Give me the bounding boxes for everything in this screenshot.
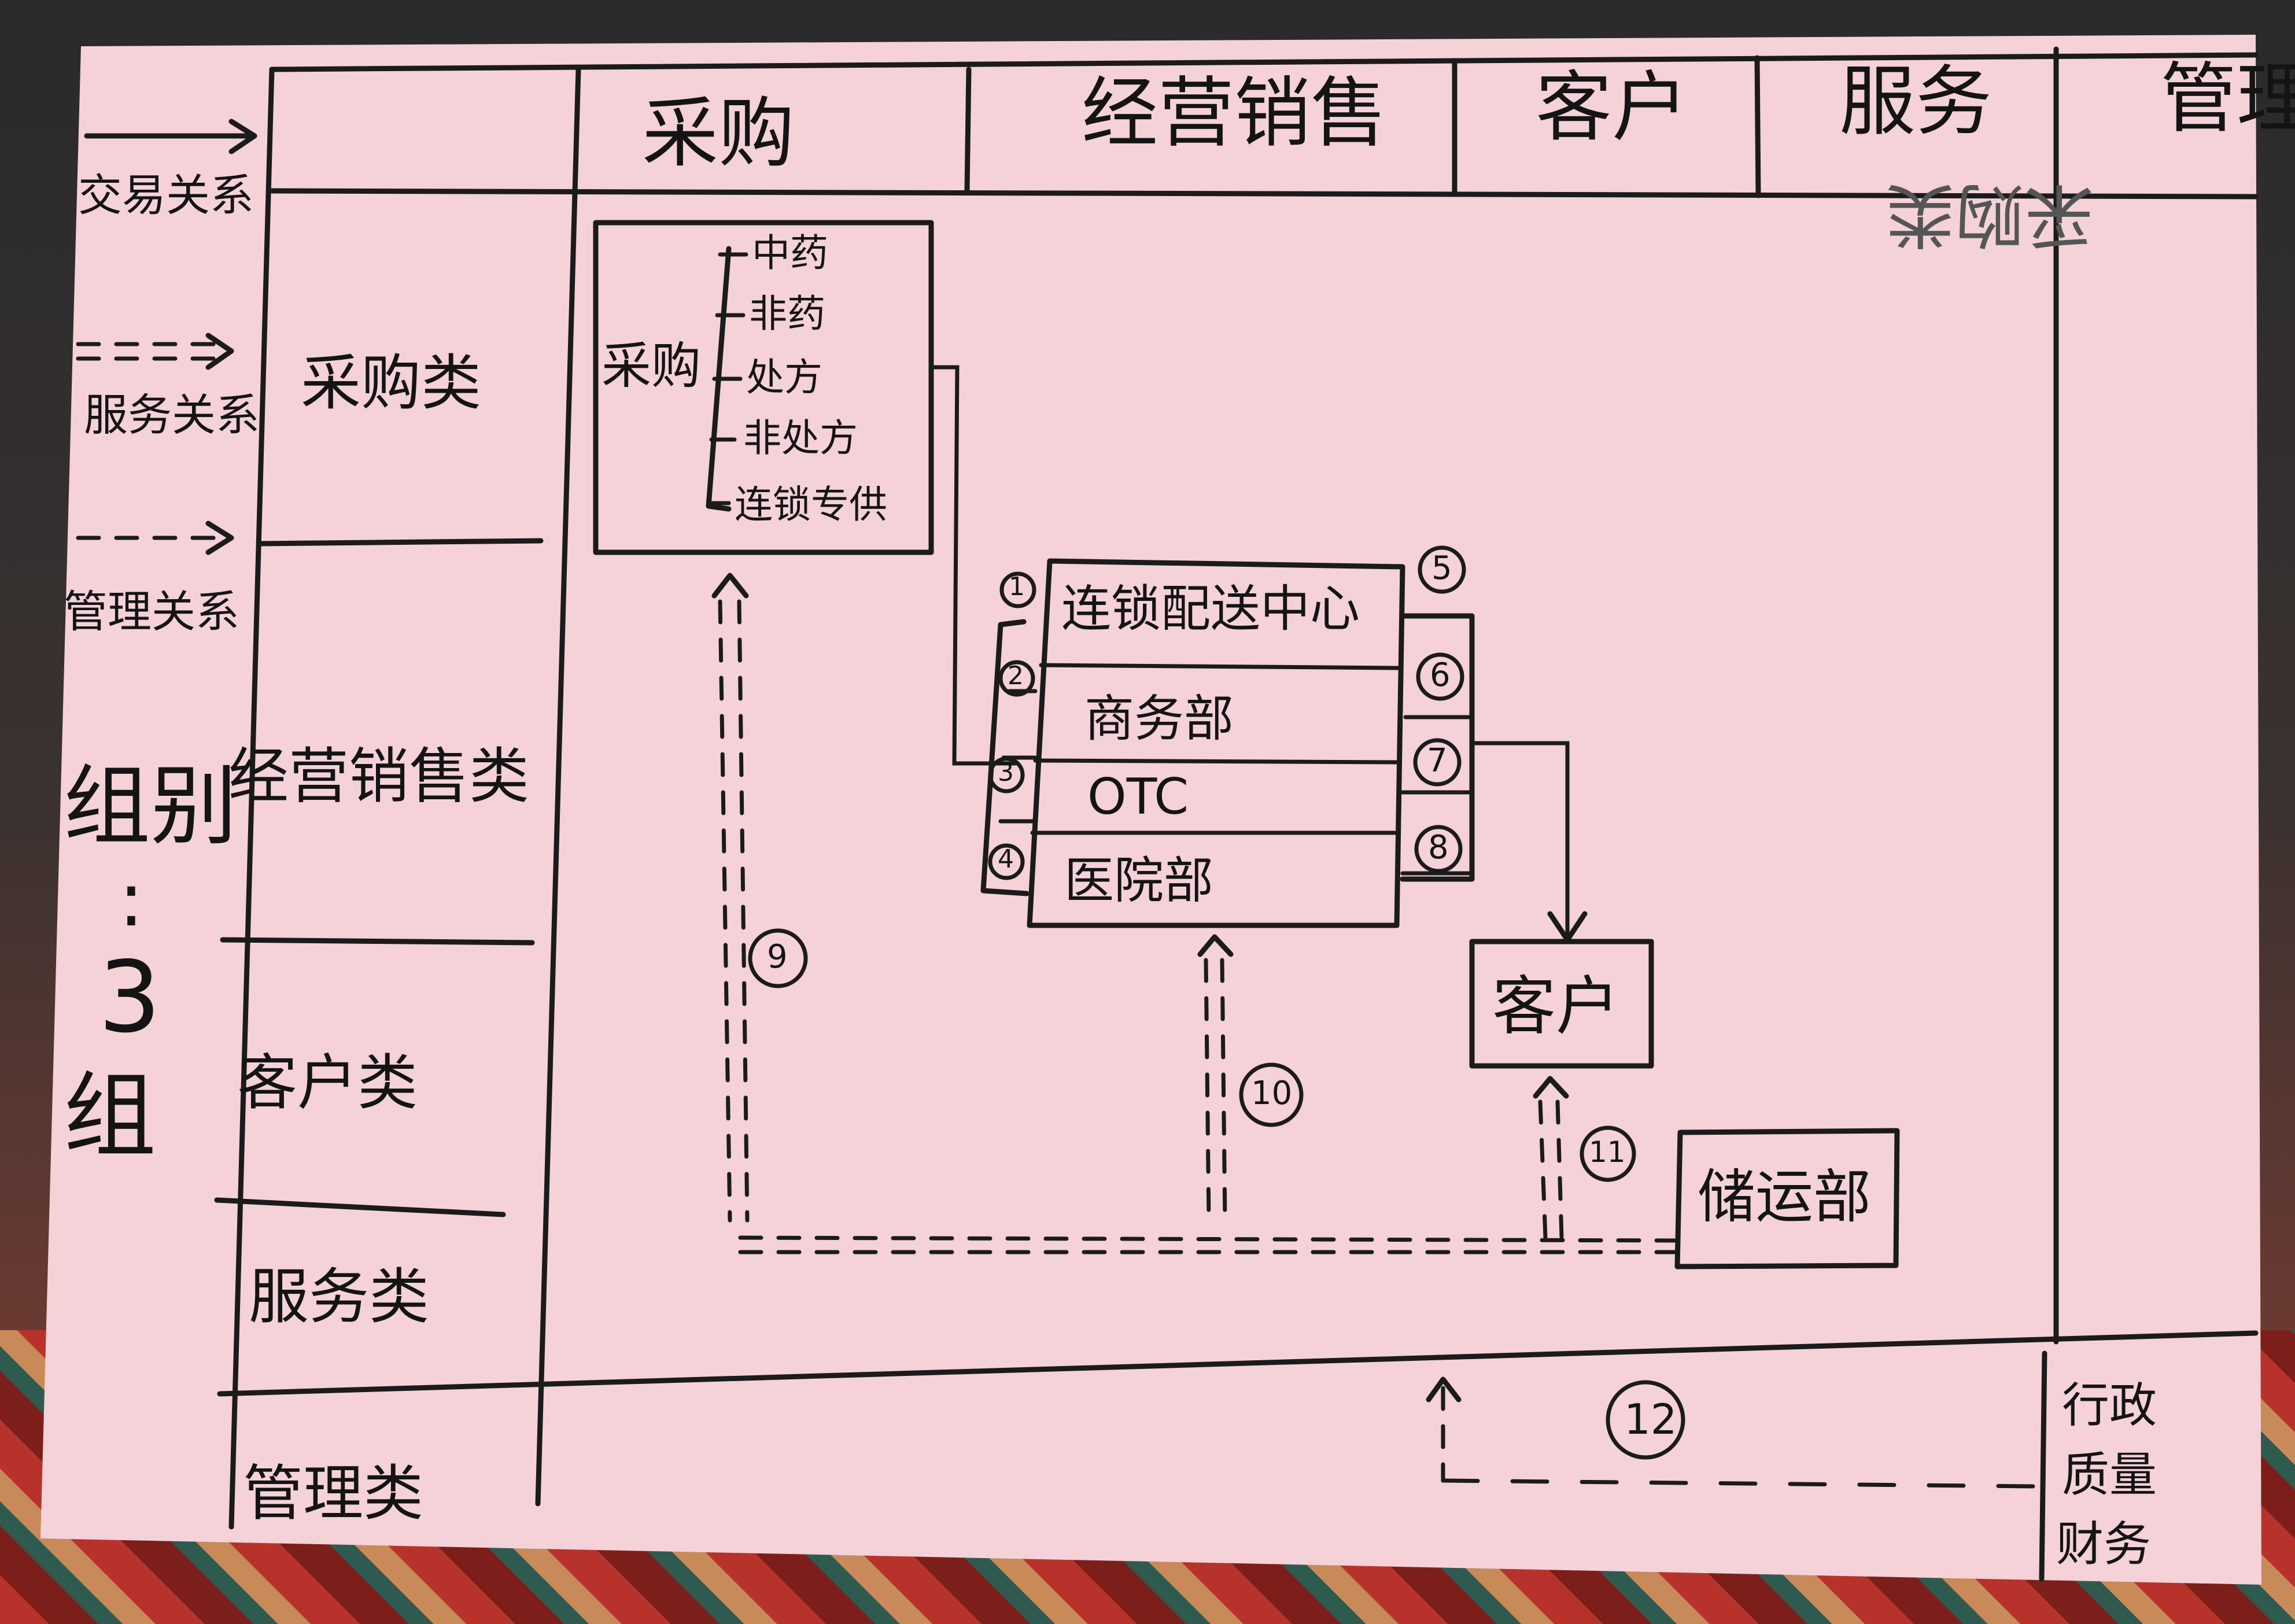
group-label: 组别	[64, 756, 238, 857]
row-label-customer: 客户类	[237, 1047, 418, 1118]
management-flow-line	[1426, 1376, 2038, 1489]
step-number-4: 4	[998, 844, 1014, 874]
service-flow-lines	[711, 573, 1680, 1254]
department-hospital: 医院部	[1064, 852, 1213, 910]
arrow-head-icon	[205, 333, 234, 370]
purchase-item: 连锁专供	[735, 482, 887, 527]
column-header-purchase: 采购	[642, 89, 795, 178]
purchase-box	[593, 220, 934, 555]
department-distribution-center: 连锁配送中心	[1061, 580, 1360, 638]
purchase-item: 非药	[749, 291, 825, 336]
chain-box	[980, 558, 1475, 928]
customer-box-frame	[1469, 939, 1654, 1069]
step-number-6: 6	[1430, 656, 1451, 694]
number-circles	[748, 545, 1685, 1460]
column-header-management: 管理	[2160, 54, 2295, 143]
row-label-sales: 经营销售类	[228, 741, 530, 811]
purchase-box-title: 采购	[602, 337, 701, 395]
step-number-7: 7	[1427, 742, 1448, 780]
connector-to-customer	[1470, 741, 1570, 939]
connector-purchase-to-chain	[930, 365, 1020, 766]
admin-line-administration: 行政	[2062, 1378, 2157, 1433]
step-number-9: 9	[767, 938, 788, 976]
group-colon: :	[119, 855, 144, 943]
department-business: 商务部	[1084, 690, 1234, 748]
group-unit: 组	[64, 1062, 157, 1170]
column-header-service: 服务	[1839, 57, 1992, 146]
step-number-5: 5	[1431, 549, 1452, 587]
legend-arrows	[76, 119, 257, 555]
legend-management-label: 管理关系	[64, 586, 239, 637]
purchase-item: 非处方	[743, 416, 858, 460]
row-label-service: 服务类	[249, 1261, 430, 1332]
legend-service-label: 服务关系	[84, 389, 260, 441]
row-label-purchase: 采购类	[301, 348, 482, 418]
column-header-customer: 客户	[1536, 63, 1688, 152]
admin-line-finance: 财务	[2056, 1517, 2152, 1572]
grid-lines	[214, 46, 2259, 1582]
admin-line-quality: 质量	[2062, 1448, 2157, 1503]
arrow-head-icon	[205, 521, 234, 555]
legend-trade-label: 交易关系	[78, 169, 254, 221]
purchase-item: 中药	[752, 231, 828, 275]
storage-box-label: 储运部	[1698, 1163, 1871, 1231]
group-number: 3	[98, 940, 161, 1055]
customer-box-label: 客户	[1492, 969, 1619, 1043]
step-number-2: 2	[1008, 661, 1024, 691]
column-header-sales: 经营销售	[1082, 69, 1387, 158]
storage-box-frame	[1674, 1128, 1900, 1269]
purchase-item: 处方	[746, 355, 822, 400]
step-number-8: 8	[1428, 829, 1449, 866]
step-number-10: 10	[1251, 1075, 1293, 1112]
pencil-note: 采购类	[1886, 174, 2094, 254]
department-otc: OTC	[1087, 768, 1189, 826]
row-label-management: 管理类	[243, 1458, 424, 1529]
step-number-12: 12	[1624, 1395, 1677, 1444]
step-number-3: 3	[998, 758, 1014, 787]
step-number-11: 11	[1589, 1135, 1626, 1169]
step-number-1: 1	[1009, 572, 1025, 601]
arrow-head-icon	[228, 119, 257, 154]
